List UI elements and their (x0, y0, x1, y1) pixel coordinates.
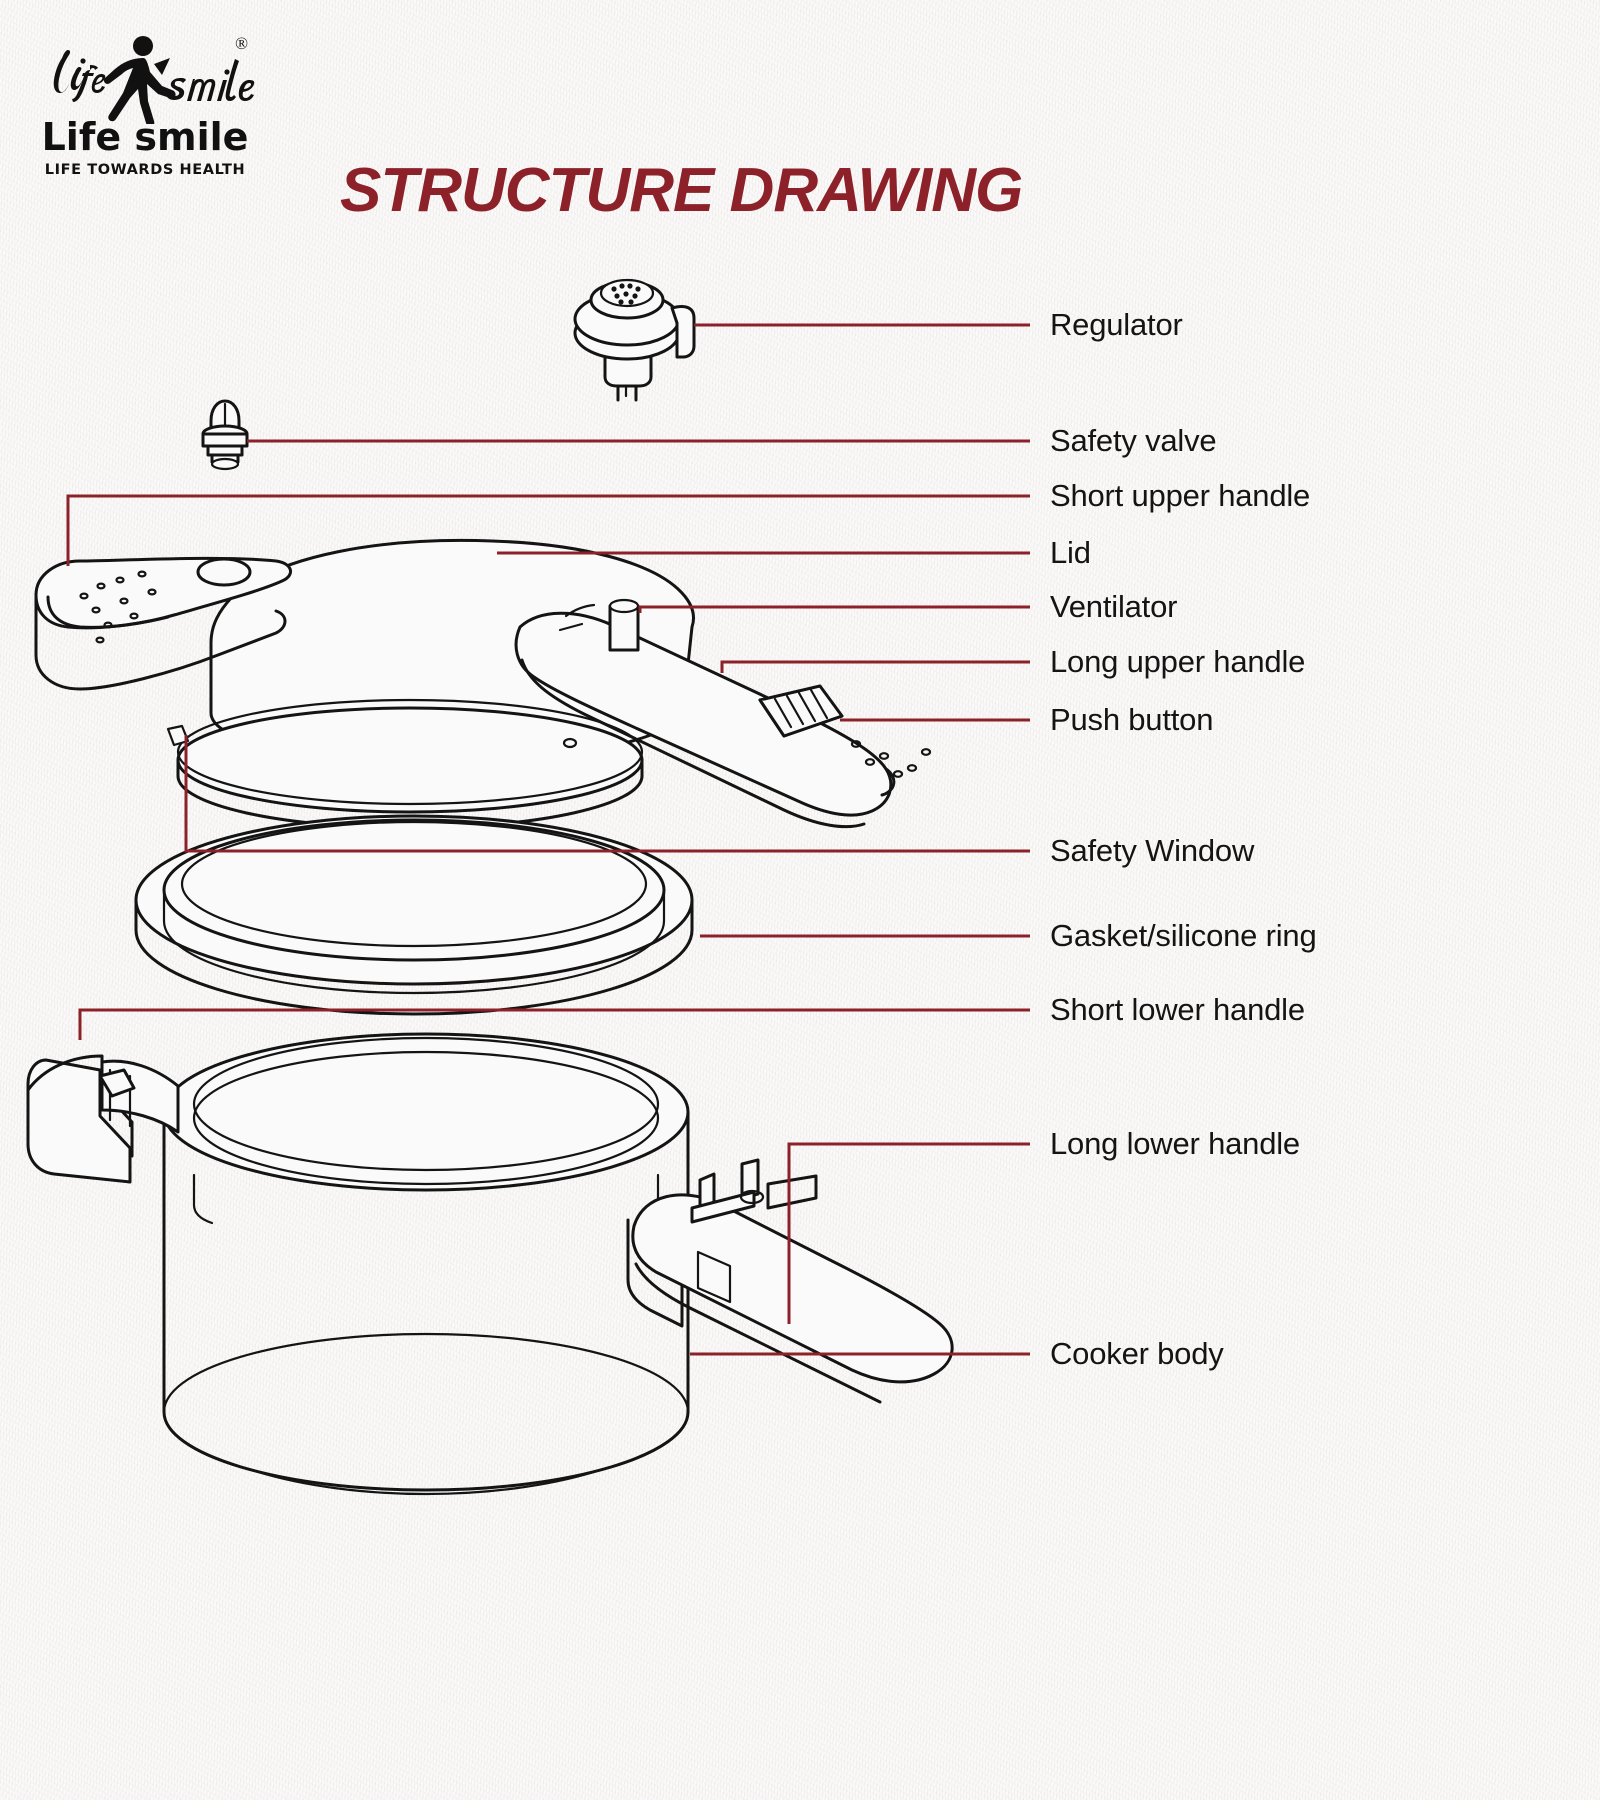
label-long-upper-handle: Long upper handle (1050, 644, 1306, 679)
registered-mark-icon: ® (235, 34, 248, 53)
label-lid: Lid (1050, 535, 1091, 570)
leader-short-lower (78, 1008, 1030, 1040)
part-regulator (573, 278, 696, 402)
leader-long-upper (720, 660, 1030, 673)
part-short-lower-handle (26, 1054, 180, 1184)
brand-wordmark: Life smile (41, 115, 249, 159)
leader-lines (66, 323, 1030, 1356)
leader-long-lower (787, 1142, 1030, 1324)
part-long-upper-handle (514, 598, 932, 829)
label-safety-window: Safety Window (1050, 833, 1255, 868)
label-short-lower-handle: Short lower handle (1050, 992, 1305, 1027)
part-short-upper-handle (34, 556, 292, 691)
label-long-lower-handle: Long lower handle (1050, 1126, 1300, 1161)
leader-short-upper (66, 494, 1030, 566)
brand-tagline: LIFE TOWARDS HEALTH (44, 162, 246, 178)
label-push-button: Push button (1050, 702, 1214, 737)
part-push-button (758, 684, 844, 738)
logo-figure-icon (53, 36, 255, 127)
label-gasket-silicone-ring: Gasket/silicone ring (1050, 918, 1317, 953)
part-cooker-body (162, 1032, 690, 1496)
logo-icon: ® (30, 28, 260, 127)
brand-logo: ® Life smile LIFE TOWARDS HEALTH (30, 28, 260, 178)
leader-safety-window (184, 735, 1030, 853)
label-ventilator: Ventilator (1050, 589, 1178, 624)
label-cooker-body: Cooker body (1050, 1336, 1224, 1371)
label-short-upper-handle: Short upper handle (1050, 478, 1311, 513)
label-safety-valve: Safety valve (1050, 423, 1217, 458)
part-long-lower-handle (626, 1158, 954, 1404)
part-gasket-silicone-ring (134, 814, 694, 1016)
page-title: STRUCTURE DRAWING (340, 156, 1023, 225)
label-regulator: Regulator (1050, 307, 1183, 342)
part-safety-valve (201, 399, 249, 471)
leader-ventilator (638, 605, 1030, 613)
